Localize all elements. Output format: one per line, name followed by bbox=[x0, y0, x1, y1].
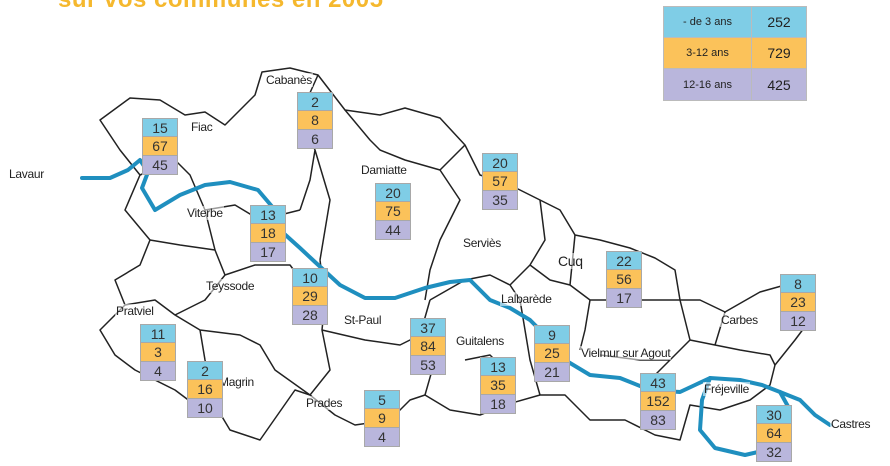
cell-under3: 30 bbox=[756, 405, 792, 424]
cell-under3: 8 bbox=[780, 274, 816, 293]
cell-3-12: 8 bbox=[297, 111, 333, 130]
cell-3-12: 25 bbox=[534, 344, 570, 363]
legend-row-under3: - de 3 ans 252 bbox=[664, 7, 806, 38]
cell-12-16: 35 bbox=[482, 191, 518, 210]
cell-3-12: 56 bbox=[606, 270, 642, 289]
cell-3-12: 67 bbox=[142, 137, 178, 156]
cell-under3: 13 bbox=[250, 205, 286, 224]
cell-3-12: 64 bbox=[756, 424, 792, 443]
cell-under3: 20 bbox=[482, 153, 518, 172]
cell-12-16: 53 bbox=[410, 356, 446, 375]
legend-value: 425 bbox=[752, 69, 806, 100]
commune-label-lalbarede: Lalbarède bbox=[500, 292, 553, 306]
cell-under3: 5 bbox=[364, 390, 400, 409]
cell-12-16: 44 bbox=[375, 221, 411, 240]
commune-label-magrin: Magrin bbox=[218, 375, 255, 389]
cell-3-12: 18 bbox=[250, 224, 286, 243]
commune-label-prades: Prades bbox=[305, 396, 344, 410]
cell-12-16: 21 bbox=[534, 363, 570, 382]
commune-label-guitalens: Guitalens bbox=[455, 334, 505, 348]
page-title: sur vos communes en 2005 bbox=[58, 0, 383, 14]
cell-12-16: 17 bbox=[606, 289, 642, 308]
cell-12-16: 28 bbox=[292, 306, 328, 325]
commune-label-teyssode: Teyssode bbox=[205, 279, 256, 293]
cell-under3: 15 bbox=[142, 118, 178, 137]
cell-12-16: 6 bbox=[297, 130, 333, 149]
cell-under3: 10 bbox=[292, 268, 328, 287]
cell-12-16: 18 bbox=[480, 395, 516, 414]
cell-under3: 13 bbox=[480, 357, 516, 376]
cell-3-12: 35 bbox=[480, 376, 516, 395]
cell-12-16: 12 bbox=[780, 312, 816, 331]
cell-12-16: 83 bbox=[640, 411, 676, 430]
cell-under3: 43 bbox=[640, 373, 676, 392]
commune-label-damiatte: Damiatte bbox=[360, 163, 408, 177]
legend-label: 12-16 ans bbox=[664, 69, 752, 100]
commune-label-cuq: Cuq bbox=[557, 253, 584, 269]
cell-12-16: 45 bbox=[142, 156, 178, 175]
cell-under3: 11 bbox=[140, 324, 176, 343]
cell-12-16: 10 bbox=[187, 399, 223, 418]
legend-label: 3-12 ans bbox=[664, 38, 752, 69]
commune-label-pratviel: Pratviel bbox=[115, 304, 155, 318]
legend-label: - de 3 ans bbox=[664, 7, 752, 38]
cell-12-16: 4 bbox=[140, 362, 176, 381]
legend: - de 3 ans 252 3-12 ans 729 12-16 ans 42… bbox=[663, 6, 807, 101]
cell-under3: 20 bbox=[375, 183, 411, 202]
river-label-castres: Castres bbox=[830, 417, 872, 431]
river-label-lavaur: Lavaur bbox=[8, 167, 45, 181]
commune-label-cabanes: Cabanès bbox=[265, 73, 313, 87]
cell-3-12: 75 bbox=[375, 202, 411, 221]
cell-3-12: 16 bbox=[187, 380, 223, 399]
cell-12-16: 4 bbox=[364, 428, 400, 447]
outer-border bbox=[99, 67, 811, 441]
cell-under3: 2 bbox=[297, 92, 333, 111]
cell-under3: 9 bbox=[534, 325, 570, 344]
cell-3-12: 9 bbox=[364, 409, 400, 428]
legend-value: 729 bbox=[752, 38, 806, 69]
legend-value: 252 bbox=[752, 7, 806, 38]
cell-3-12: 84 bbox=[410, 337, 446, 356]
commune-label-frejeville: Fréjeville bbox=[703, 382, 751, 396]
cell-12-16: 32 bbox=[756, 443, 792, 462]
cell-under3: 22 bbox=[606, 251, 642, 270]
legend-row-3-12: 3-12 ans 729 bbox=[664, 38, 806, 69]
legend-row-12-16: 12-16 ans 425 bbox=[664, 69, 806, 100]
commune-label-vielmur: Vielmur sur Agout bbox=[580, 346, 672, 360]
cell-3-12: 57 bbox=[482, 172, 518, 191]
commune-label-viterbe: Viterbe bbox=[186, 206, 224, 220]
cell-3-12: 29 bbox=[292, 287, 328, 306]
cell-under3: 2 bbox=[187, 361, 223, 380]
cell-3-12: 3 bbox=[140, 343, 176, 362]
cell-3-12: 23 bbox=[780, 293, 816, 312]
cell-12-16: 17 bbox=[250, 243, 286, 262]
cell-under3: 37 bbox=[410, 318, 446, 337]
commune-label-carbes: Carbes bbox=[720, 313, 759, 327]
commune-label-stpaul: St-Paul bbox=[343, 313, 383, 327]
commune-label-servies: Serviès bbox=[462, 236, 502, 250]
commune-label-fiac: Fiac bbox=[190, 120, 214, 134]
cell-3-12: 152 bbox=[640, 392, 676, 411]
